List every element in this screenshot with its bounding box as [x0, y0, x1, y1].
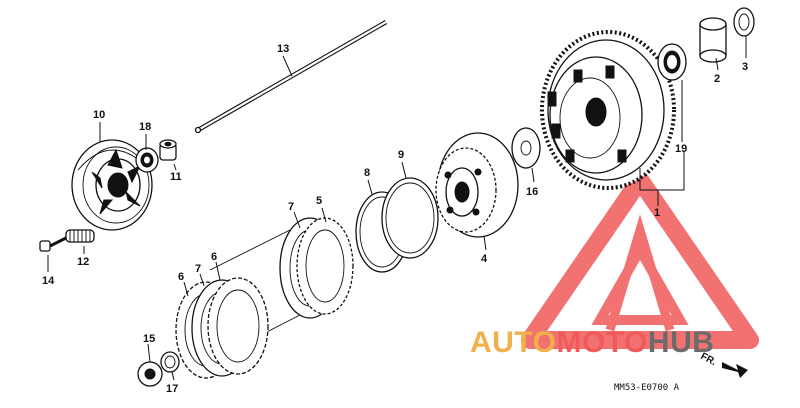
clutch-plate-stack-upper	[209, 217, 354, 359]
direction-label: FR.	[699, 351, 719, 368]
part-19-needle-bearing	[657, 43, 687, 81]
part-12-spring	[65, 229, 95, 243]
part-9-ring	[381, 177, 439, 259]
part-17-washer	[160, 351, 180, 373]
svg-text:AUTOMOTOHUB: AUTOMOTOHUB	[470, 326, 714, 359]
callout-11: 11	[170, 171, 182, 183]
callout-1: 1	[654, 207, 660, 219]
part-15-lock-nut	[137, 361, 163, 387]
watermark-hub: HUB	[648, 326, 715, 359]
part-4-clutch-center	[435, 132, 519, 238]
front-direction-indicator: FR.	[699, 351, 748, 378]
part-3-washer	[733, 7, 755, 37]
front-arrow-icon	[722, 362, 748, 378]
callout-12: 12	[77, 256, 89, 268]
callout-14: 14	[42, 275, 55, 287]
callout-15: 15	[143, 333, 155, 345]
callout-6-left: 6	[178, 271, 184, 283]
part-14-bolt	[39, 236, 67, 252]
part-1-clutch-outer	[540, 30, 676, 190]
watermark-moto: MOTO	[556, 326, 647, 359]
callout-19: 19	[675, 143, 687, 155]
watermark-auto: AUTO	[470, 326, 556, 359]
part-13-shaft	[194, 20, 388, 134]
part-11-lifter-piece	[159, 139, 177, 161]
callout-8: 8	[364, 167, 370, 179]
clutch-plate-stack-lower	[175, 277, 269, 379]
callout-18: 18	[139, 121, 151, 133]
part-10-pressure-plate	[71, 139, 153, 231]
callout-3: 3	[742, 61, 748, 73]
callout-17: 17	[166, 383, 178, 395]
part-18-bearing	[135, 147, 159, 173]
part-16-washer	[511, 127, 541, 169]
callout-labels: 10 18 11 12 14 13 7 5 6 7 6 8 9 4 16 15 …	[42, 43, 748, 395]
callout-4: 4	[481, 253, 488, 265]
callout-9: 9	[398, 149, 404, 161]
part-2-collar	[699, 17, 727, 63]
leader-lines	[47, 36, 747, 381]
callout-7-upper: 7	[288, 201, 294, 213]
callout-2: 2	[714, 73, 720, 85]
callout-7-lower: 7	[195, 263, 201, 275]
watermark-logo	[521, 171, 759, 349]
callout-6-right: 6	[211, 251, 217, 263]
watermark-text: AUTOMOTOHUB	[470, 326, 714, 359]
diagram-code: MM53-E0700 A	[614, 383, 680, 393]
callout-5: 5	[316, 195, 322, 207]
callout-16: 16	[526, 186, 538, 198]
callout-10: 10	[93, 109, 105, 121]
callout-13: 13	[277, 43, 289, 55]
